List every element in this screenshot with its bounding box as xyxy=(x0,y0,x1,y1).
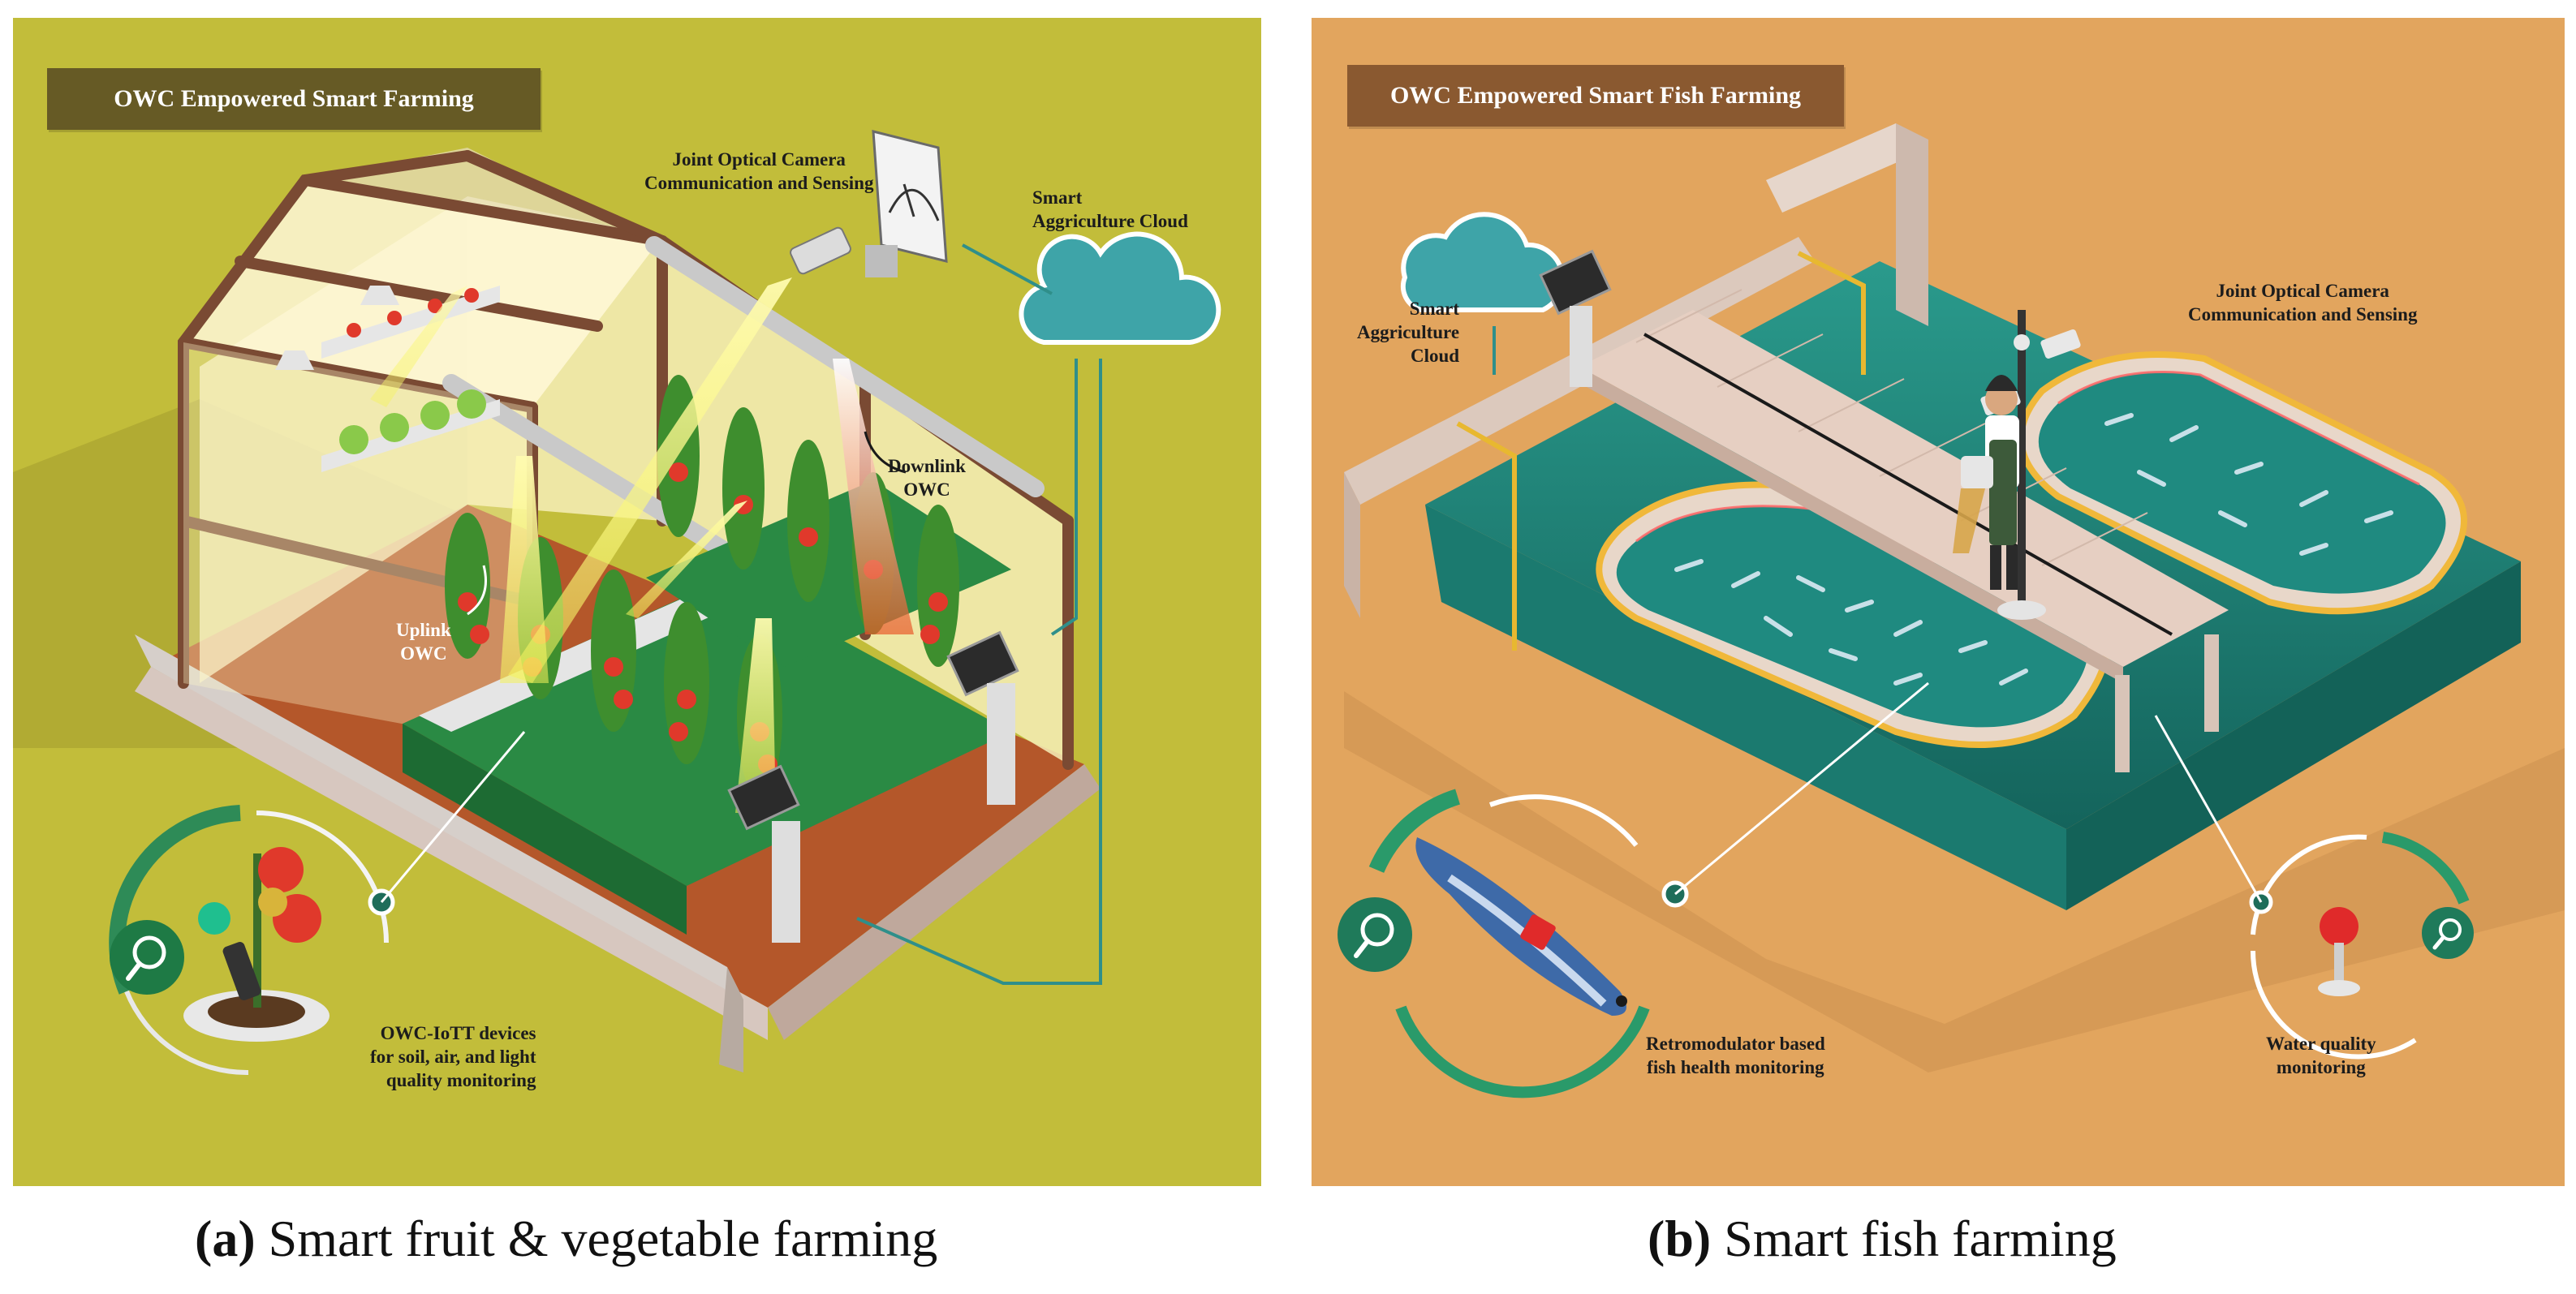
fish-tank-left xyxy=(1596,481,2110,748)
label-cloud: Smart Aggriculture Cloud xyxy=(1357,299,1460,366)
water-sensor-icon xyxy=(2318,907,2360,996)
magnifier-icon xyxy=(1338,897,1412,972)
caption-a: (a) Smart fruit & vegetable farming xyxy=(195,1209,937,1269)
label-fish-health: Retromodulator based fish health monitor… xyxy=(1646,1034,1825,1077)
caption-b-tag: (b) xyxy=(1648,1210,1712,1267)
caption-a-tag: (a) xyxy=(195,1210,256,1267)
label-camera-sensing: Joint Optical Camera Communication and S… xyxy=(2188,281,2418,325)
greenhouse-illustration xyxy=(13,130,1221,1076)
label-water-quality: Water quality monitoring xyxy=(2266,1034,2376,1077)
fish-farm-illustration xyxy=(1338,123,2565,1098)
panel-smart-farming: OWC Empowered Smart Farming Joint Optica… xyxy=(13,18,1261,1186)
label-cloud: Smart Aggriculture Cloud xyxy=(1032,187,1188,231)
fish-inset xyxy=(1368,789,1650,1098)
magnifier-icon xyxy=(110,920,184,995)
panel-b-title: OWC Empowered Smart Fish Farming xyxy=(1347,65,1844,127)
light-beams xyxy=(370,277,914,813)
caption-b-text: Smart fish farming xyxy=(1724,1210,2117,1267)
label-iot-devices: OWC-IoTT devices for soil, air, and ligh… xyxy=(370,1023,536,1090)
cloud-icon xyxy=(1019,231,1221,345)
tomato-icon xyxy=(258,847,304,892)
label-uplink: Uplink OWC xyxy=(396,620,451,664)
caption-a-text: Smart fruit & vegetable farming xyxy=(268,1210,938,1267)
walkway xyxy=(1579,310,2229,667)
water-inset xyxy=(2250,832,2470,1060)
label-camera-sensing: Joint Optical Camera Communication and S… xyxy=(644,149,874,193)
fish-tank-right xyxy=(2018,351,2467,615)
fish-school xyxy=(1674,413,2393,686)
magnifier-icon xyxy=(2422,907,2474,959)
farmer-figure xyxy=(1953,375,2019,590)
panel-fish-farming: OWC Empowered Smart Fish Farming Smart A… xyxy=(1312,18,2565,1186)
caption-b: (b) Smart fish farming xyxy=(1648,1209,2117,1269)
panel-a-title: OWC Empowered Smart Farming xyxy=(47,68,541,130)
label-downlink: Downlink OWC xyxy=(888,456,966,500)
optical-camera xyxy=(790,130,948,277)
fish-icon xyxy=(1415,837,1627,1016)
back-wall-glass xyxy=(467,196,1068,764)
cloud-icon xyxy=(1400,212,1566,312)
